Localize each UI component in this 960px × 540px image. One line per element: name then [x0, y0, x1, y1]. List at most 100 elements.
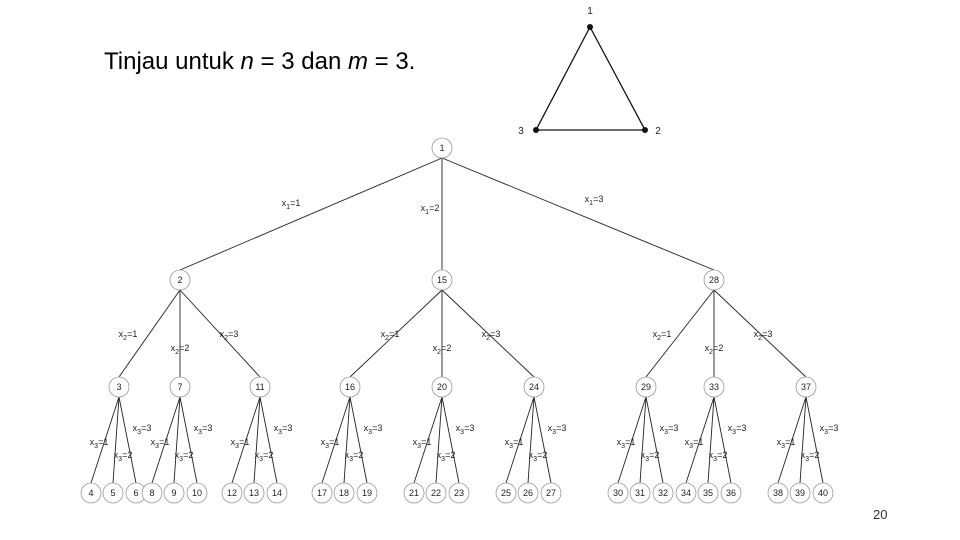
tree-node: [812, 482, 834, 504]
edge-label: x3=1: [413, 437, 432, 450]
edge-label: x3=2: [709, 450, 728, 463]
tree-node-label: 1: [439, 143, 444, 153]
edge-label: x3=1: [321, 437, 340, 450]
tree-node: [163, 482, 185, 504]
tree-node: [523, 376, 545, 398]
tree-edge: [685, 396, 715, 484]
tree-node: [431, 269, 453, 291]
tree-node-label: 9: [171, 488, 176, 498]
tree-node: [431, 137, 453, 159]
graph-vertex-label: 3: [518, 126, 524, 137]
tree-node-label: 17: [317, 488, 327, 498]
tree-edge: [505, 396, 535, 484]
tree-node-label: 39: [795, 488, 805, 498]
tree-edge: [231, 396, 261, 484]
tree-edge: [349, 396, 368, 484]
tree-node-label: 18: [339, 488, 349, 498]
tree-node-label: 35: [703, 488, 713, 498]
edge-label: x3=3: [820, 423, 839, 436]
edge-label: x3=1: [90, 437, 109, 450]
tree-node: [169, 376, 191, 398]
tree-node: [141, 482, 163, 504]
edge-label: x3=1: [777, 437, 796, 450]
tree-edge: [259, 396, 278, 484]
graph-vertex: [533, 127, 539, 133]
edge-label: x3=3: [194, 423, 213, 436]
tree-edge: [639, 396, 647, 484]
tree-node-label: 40: [818, 488, 828, 498]
tree-node: [403, 482, 425, 504]
tree-node-label: 29: [641, 382, 651, 392]
tree-edge: [645, 396, 664, 484]
tree-node-label: 3: [116, 382, 121, 392]
edge-label: x2=1: [381, 329, 400, 342]
tree-node-label: 20: [437, 382, 447, 392]
tree-node: [108, 376, 130, 398]
tree-node-label: 16: [345, 382, 355, 392]
tree-node: [186, 482, 208, 504]
tree-node-label: 34: [681, 488, 691, 498]
edge-label: x1=1: [282, 198, 301, 211]
edge-label: x3=3: [274, 423, 293, 436]
tree-node: [102, 482, 124, 504]
tree-edge: [151, 396, 181, 484]
tree-node: [517, 482, 539, 504]
tree-node-label: 31: [635, 488, 645, 498]
tree-node-label: 33: [709, 382, 719, 392]
title-mid: = 3 dan: [253, 48, 348, 75]
tree-node: [333, 482, 355, 504]
tree-edge: [713, 396, 732, 484]
tree-node-label: 5: [110, 488, 115, 498]
tree-node: [495, 482, 517, 504]
edge-label: x3=2: [175, 450, 194, 463]
tree-node-label: 36: [726, 488, 736, 498]
tree-node: [607, 482, 629, 504]
edge-label: x3=3: [364, 423, 383, 436]
edge-label: x3=2: [641, 450, 660, 463]
title-var-m: m: [347, 48, 368, 75]
tree-node-label: 4: [88, 488, 93, 498]
tree-edge: [413, 396, 443, 484]
tree-edge: [90, 396, 120, 484]
tree-node-label: 13: [249, 488, 259, 498]
tree-node: [629, 482, 651, 504]
edge-label: x2=3: [482, 329, 501, 342]
tree-node: [339, 376, 361, 398]
tree-node-label: 12: [227, 488, 237, 498]
tree-node-label: 15: [437, 275, 447, 285]
tree-node: [448, 482, 470, 504]
tree-node: [221, 482, 243, 504]
tree-node: [703, 376, 725, 398]
slide-title: Tinjau untuk n = 3 dan m = 3.: [104, 48, 415, 76]
edge-label: x3=2: [437, 450, 456, 463]
title-suffix: = 3.: [367, 48, 416, 75]
edge-label: x1=2: [421, 203, 440, 216]
tree-edge: [777, 396, 807, 484]
tree-node-label: 22: [431, 488, 441, 498]
tree-node-label: 27: [546, 488, 556, 498]
tree-node-label: 30: [613, 488, 623, 498]
tree-edge: [533, 396, 552, 484]
edge-label: x3=1: [685, 437, 704, 450]
tree-node: [635, 376, 657, 398]
edge-label: x2=1: [653, 329, 672, 342]
tree-node: [243, 482, 265, 504]
tree-edge: [645, 289, 715, 378]
edge-label: x3=2: [801, 450, 820, 463]
tree-edge: [799, 396, 807, 484]
tree-edge: [713, 289, 807, 378]
edge-label: x3=3: [133, 423, 152, 436]
tree-edge: [112, 396, 120, 484]
tree-node: [80, 482, 102, 504]
edge-label: x2=2: [705, 343, 724, 356]
edge-label: x3=3: [728, 423, 747, 436]
tree-node: [311, 482, 333, 504]
edge-label: x1=3: [585, 194, 604, 207]
tree-edge: [805, 396, 824, 484]
tree-edge: [179, 289, 261, 378]
tree-edge: [321, 396, 351, 484]
tree-node: [356, 482, 378, 504]
tree-node-label: 2: [177, 275, 182, 285]
tree-edge: [441, 289, 535, 378]
